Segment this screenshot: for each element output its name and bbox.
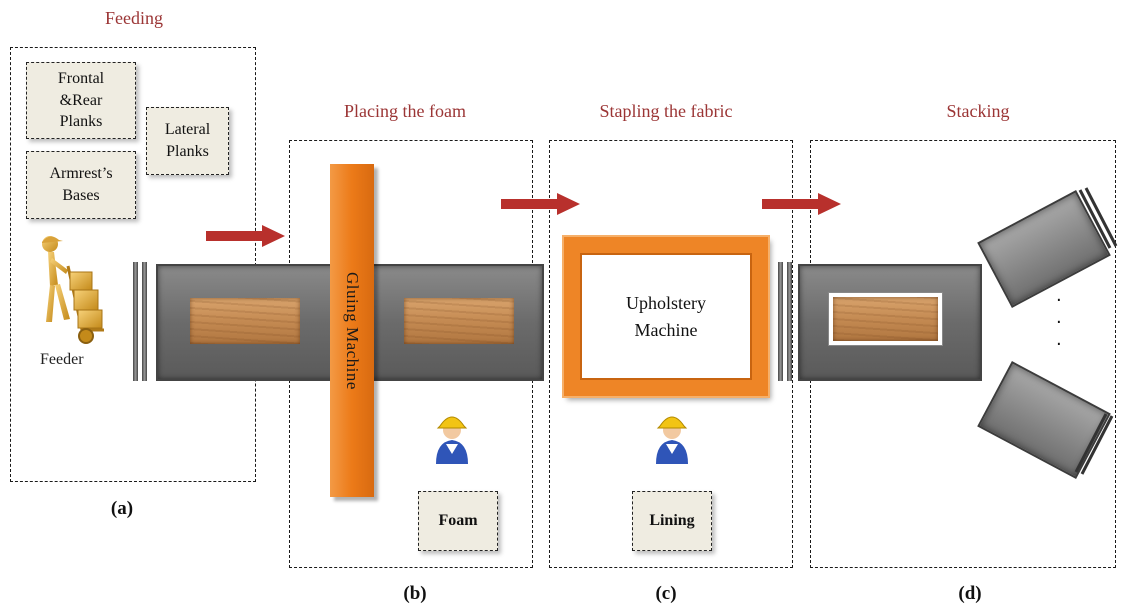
gluing-machine-label: Gluing Machine — [343, 271, 362, 390]
wood-plank — [190, 298, 300, 344]
feeding-title: Feeding — [105, 8, 163, 28]
stapling-title: Stapling the fabric — [599, 101, 733, 121]
caption-d: (d) — [958, 583, 982, 604]
armrest-bases-box: Armrest’s Bases — [26, 151, 136, 219]
arrow-right-icon — [501, 193, 580, 215]
caption-b: (b) — [403, 583, 427, 604]
lateral-planks-box: Lateral Planks — [146, 107, 229, 175]
upholstery-machine-label: Upholstery Machine — [626, 292, 706, 340]
stacking-title: Stacking — [946, 101, 1010, 121]
stapling-section-box — [549, 140, 793, 568]
caption-a: (a) — [110, 498, 134, 519]
gluing-machine: Gluing Machine — [330, 164, 374, 497]
stack-rail — [1074, 413, 1114, 475]
arrow-right-icon — [762, 193, 841, 215]
conveyor-roller — [133, 262, 138, 381]
arrow-right-icon — [206, 225, 285, 247]
wood-plank — [404, 298, 514, 344]
caption-c: (c) — [655, 583, 677, 604]
wood-plank — [829, 293, 942, 345]
feeder-label: Feeder — [40, 351, 84, 368]
worker-icon — [656, 416, 688, 464]
placing-title: Placing the foam — [344, 101, 466, 121]
conveyor-roller — [787, 262, 792, 381]
conveyor-roller — [778, 262, 783, 381]
upholstery-machine: Upholstery Machine — [564, 237, 768, 396]
feeder-figure-icon — [42, 236, 104, 344]
worker-icon — [436, 416, 468, 464]
conveyor-roller — [142, 262, 147, 381]
foam-material-box: Foam — [418, 491, 498, 551]
lining-material-box: Lining — [632, 491, 712, 551]
continuation-dots: · · · — [1056, 290, 1062, 355]
frontal-rear-planks-box: Frontal &Rear Planks — [26, 62, 136, 139]
stack-rail — [1078, 187, 1118, 249]
